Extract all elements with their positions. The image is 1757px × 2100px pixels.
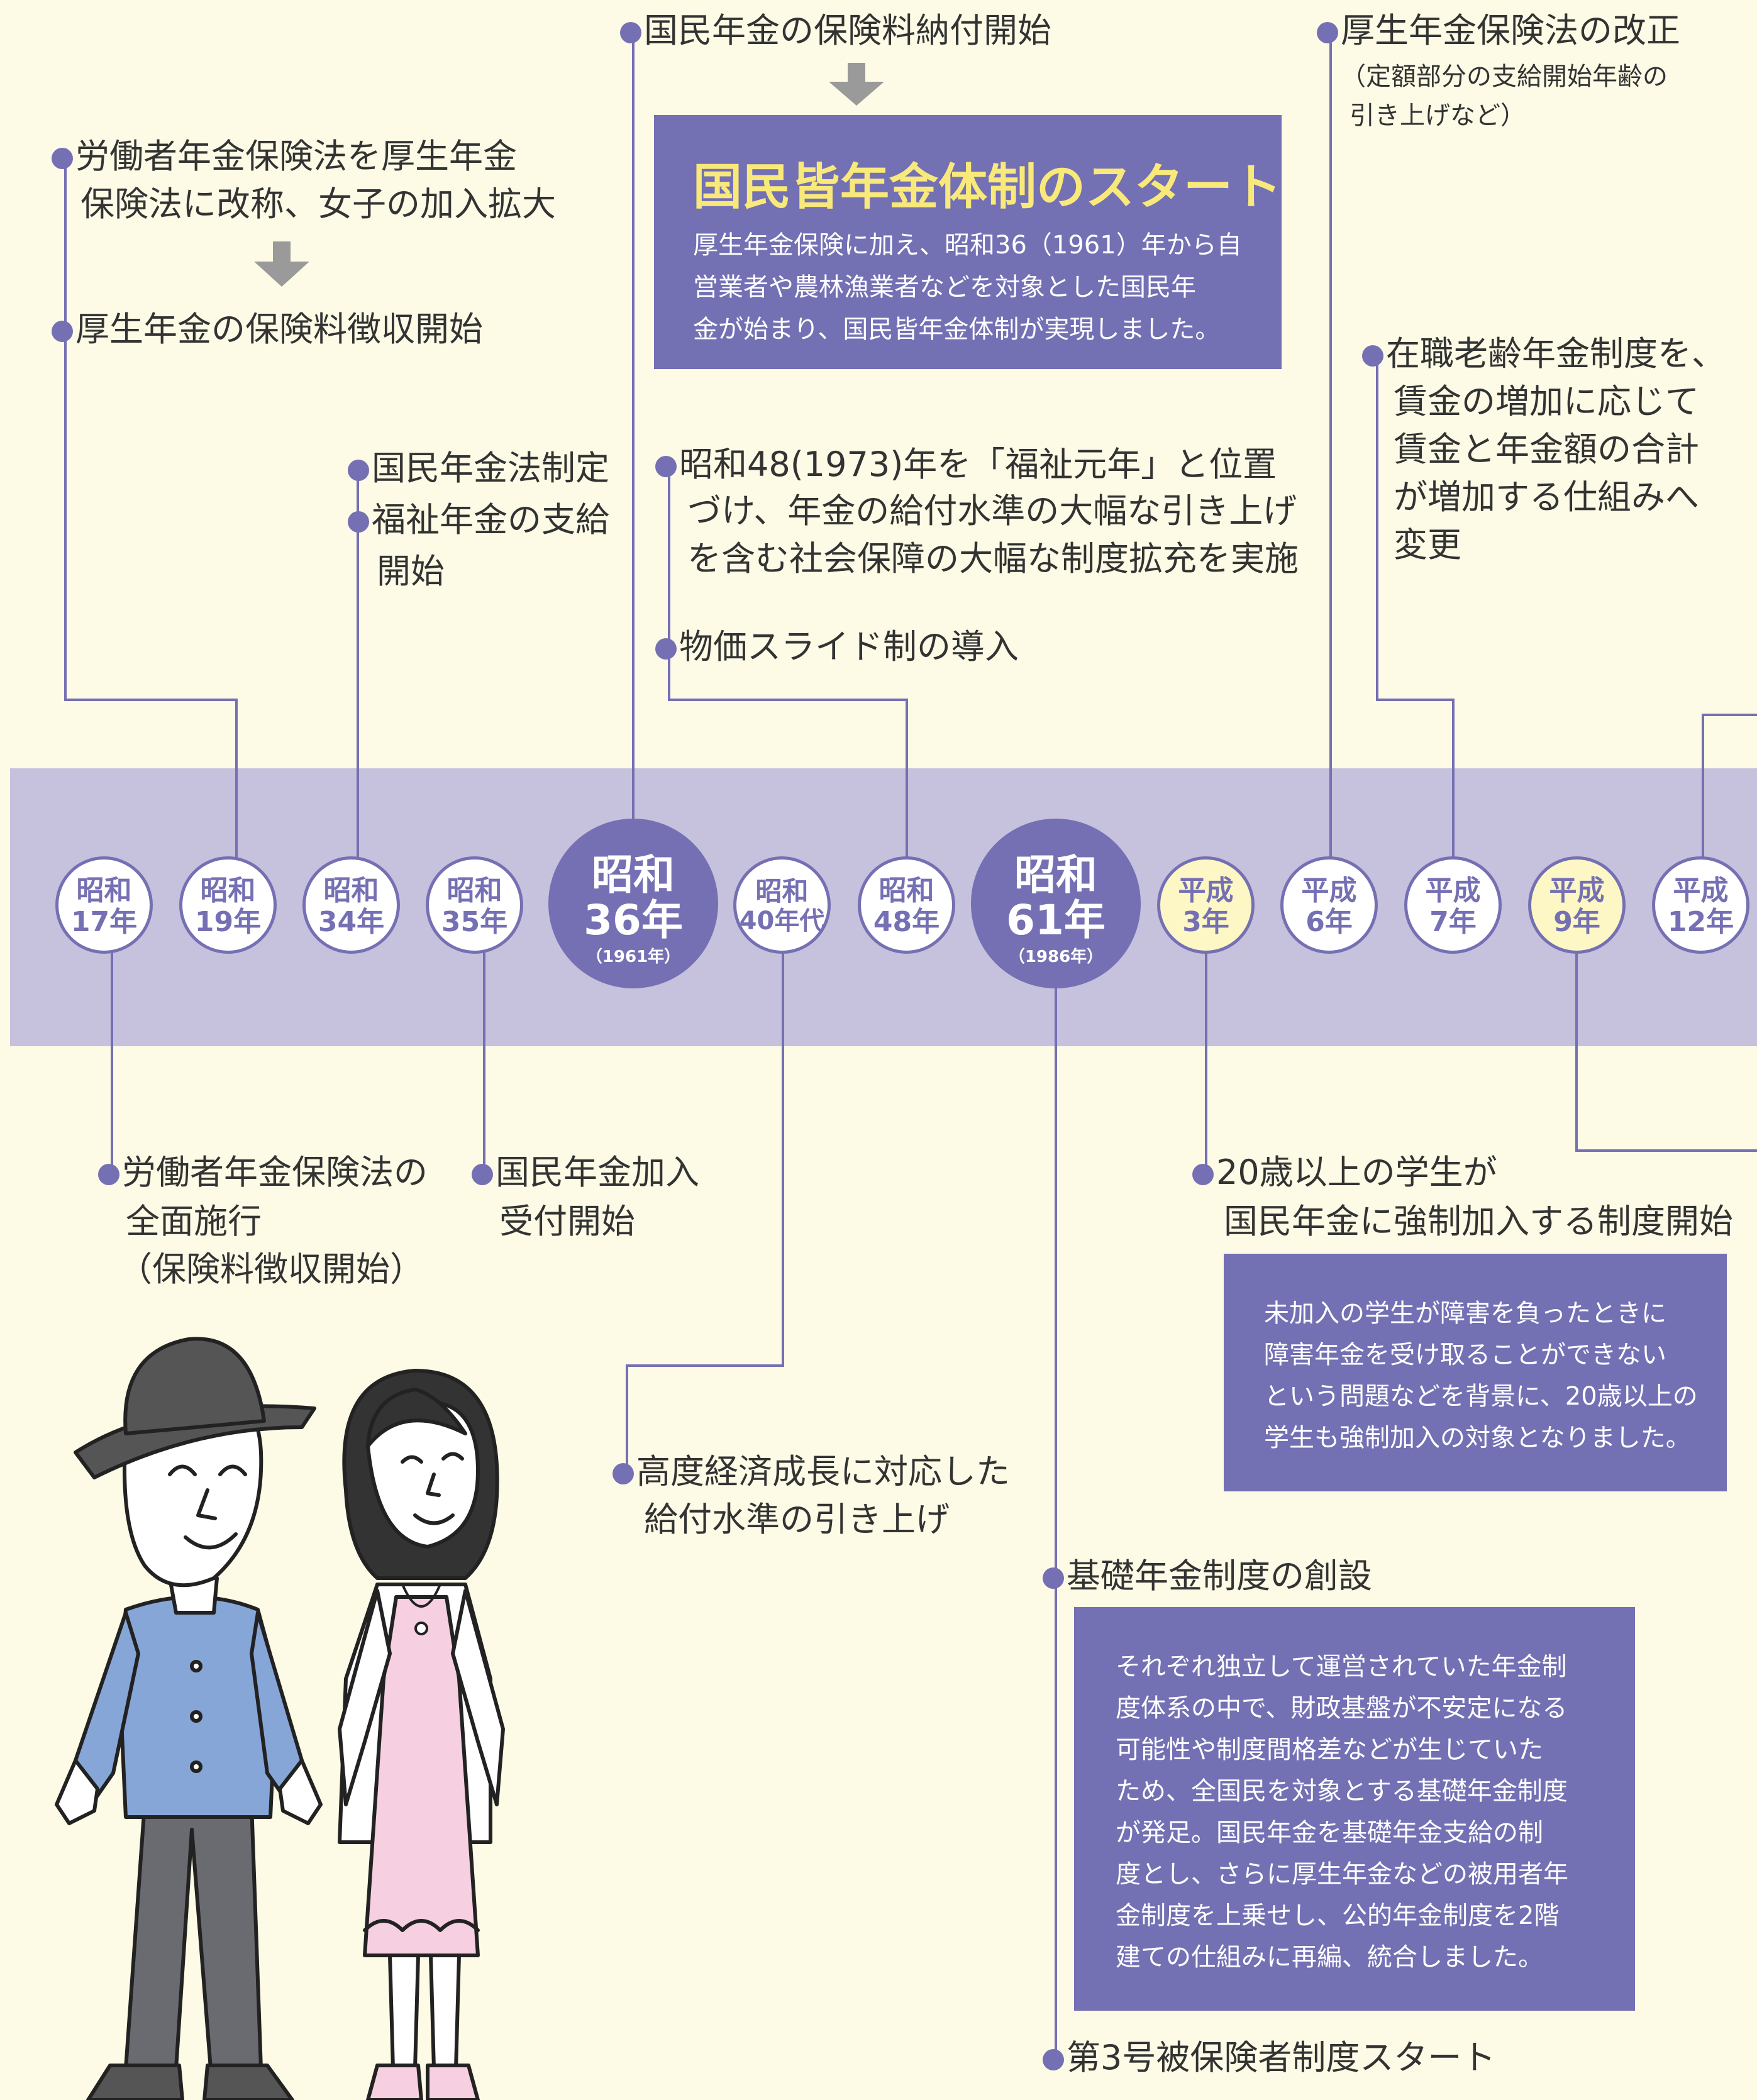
event-s48-a-line1: 昭和48(1973)年を「福祉元年」と位置 (655, 448, 1277, 482)
timeline-node-s48: 昭和 48年 (858, 856, 955, 954)
event-h7-line4: が増加する仕組みへ (1394, 477, 1699, 517)
event-s19-b: 厚生年金の保険料徴収開始 (52, 312, 483, 346)
timeline-node-h6: 平成 6年 (1280, 856, 1378, 954)
event-s35-line2: 受付開始 (499, 1202, 635, 1241)
event-s17-line2: 全面施行 (126, 1202, 262, 1241)
bullet-icon (655, 456, 677, 478)
bullet-icon (612, 1463, 634, 1485)
bullet-icon (52, 148, 73, 170)
timeline-node-h7: 平成 7年 (1404, 856, 1502, 954)
event-s19-line1: 労働者年金保険法を厚生年金 (52, 140, 517, 174)
couple-illustration (55, 1337, 505, 2100)
event-s40-line1: 高度経済成長に対応した (612, 1455, 1010, 1489)
bullet-icon (1043, 1567, 1064, 1589)
event-s19-line2: 保険法に改称、女子の加入拡大 (80, 184, 556, 224)
event-h7-line3: 賃金と年金額の合計 (1394, 429, 1699, 469)
bullet-icon (472, 1164, 493, 1186)
timeline-node-s19: 昭和 19年 (179, 856, 277, 954)
event-s34-b-line1: 福祉年金の支給 (348, 503, 609, 537)
bullet-icon (98, 1164, 119, 1186)
timeline-node-s36: 昭和 36年 （1961年） (548, 819, 718, 988)
bullet-icon (620, 22, 641, 44)
event-h6-sub2: 引き上げなど） (1350, 101, 1526, 130)
box-line: 営業者や農林漁業者などを対象とした国民年 (693, 273, 1196, 302)
event-s40-line2: 給付水準の引き上げ (644, 1500, 950, 1539)
event-s17-line3: （保険料徴収開始） (118, 1249, 424, 1289)
woman-figure (338, 1369, 505, 2100)
event-s35-line1: 国民年金加入 (472, 1156, 699, 1190)
info-box-1961: 国民皆年金体制のスタート 厚生年金保険に加え、昭和36（1961）年から自 営業… (654, 115, 1282, 369)
timeline-node-s35: 昭和 35年 (426, 856, 523, 954)
bullet-icon (1043, 2049, 1064, 2071)
event-s34-b-line2: 開始 (377, 551, 445, 591)
event-h6-a: 厚生年金保険法の改正 (1317, 14, 1680, 48)
bullet-icon (348, 460, 369, 482)
timeline-node-h12: 平成 12年 (1652, 856, 1749, 954)
box-line: 金が始まり、国民皆年金体制が実現しました。 (693, 315, 1221, 344)
bullet-icon (52, 321, 73, 343)
bullet-icon (1362, 345, 1383, 367)
timeline-node-s61: 昭和 61年 （1986年） (971, 819, 1141, 988)
event-s61-a: 基礎年金制度の創設 (1043, 1559, 1372, 1593)
event-h7-line2: 賃金の増加に応じて (1394, 382, 1699, 421)
man-figure (55, 1337, 323, 2100)
bullet-icon (348, 511, 369, 533)
bullet-icon (1317, 22, 1338, 44)
event-s48-b: 物価スライド制の導入 (655, 630, 1019, 664)
timeline-node-s34: 昭和 34年 (302, 856, 400, 954)
bullet-icon (655, 638, 677, 660)
info-box-h3: 未加入の学生が障害を負ったときに 障害年金を受け取ることができない という問題な… (1224, 1254, 1727, 1491)
event-h6-sub1: （定額部分の支給開始年齢の (1341, 62, 1668, 91)
bullet-icon (1192, 1164, 1214, 1186)
event-h7-line1: 在職老齢年金制度を、 (1362, 337, 1726, 371)
timeline-node-s40s: 昭和 40年代 (733, 856, 831, 954)
event-s48-a-line2: づけ、年金の給付水準の大幅な引き上げ (687, 491, 1297, 531)
event-s61-b: 第3号被保険者制度スタート (1043, 2041, 1495, 2075)
info-box-s61: それぞれ独立して運営されていた年金制 度体系の中で、財政基盤が不安定になる 可能… (1074, 1607, 1635, 2011)
event-h3-line2: 国民年金に強制加入する制度開始 (1224, 1202, 1733, 1241)
event-s34-a: 国民年金法制定 (348, 451, 609, 485)
timeline-node-s17: 昭和 17年 (55, 856, 153, 954)
event-h3-line1: 20歳以上の学生が (1192, 1156, 1497, 1190)
event-s36-a: 国民年金の保険料納付開始 (620, 14, 1051, 48)
event-s17-line1: 労働者年金保険法の (98, 1156, 428, 1190)
event-h7-line5: 変更 (1394, 525, 1461, 565)
timeline-node-h9: 平成 9年 (1528, 856, 1626, 954)
event-s48-a-line3: を含む社会保障の大幅な制度拡充を実施 (687, 539, 1299, 578)
timeline-node-h3: 平成 3年 (1157, 856, 1255, 954)
box-title: 国民皆年金体制のスタート (693, 159, 1282, 216)
box-line: 厚生年金保険に加え、昭和36（1961）年から自 (693, 231, 1242, 260)
